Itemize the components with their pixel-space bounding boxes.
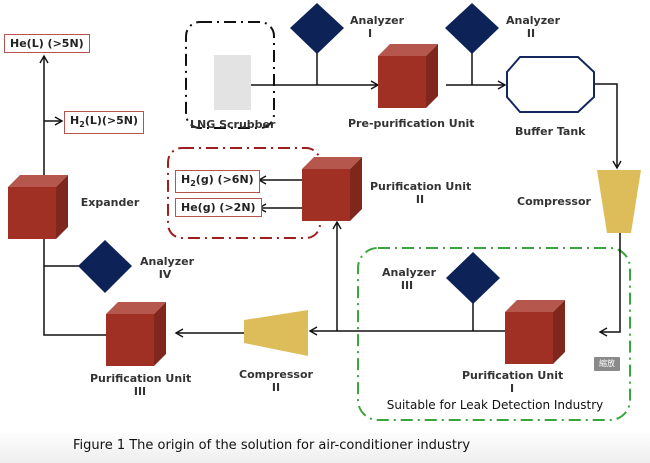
analyzer-number: III [400,279,414,292]
analyzer-name: Analyzer [382,266,436,279]
buffer-tank-label: Buffer Tank [515,125,586,138]
pre-purification-unit-cube [378,44,438,108]
purification-unit-i-cube [505,300,565,364]
purification-unit-ii-label: Purification Unit II [370,180,472,206]
lng-scrubber-label: LNG Scrubber [190,118,276,131]
formula-rest: (g) (>6N) [195,173,254,186]
analyzer-ii-icon [445,3,499,54]
analyzer-name: Analyzer [506,14,560,27]
formula-subscript: 2 [190,179,196,189]
compressor-i-label: Compressor [517,195,591,208]
analyzer-i-label: Analyzer I [350,14,404,40]
unit-number: I [509,382,515,395]
purification-unit-iii-cube [106,302,166,366]
formula-base: H [181,173,191,186]
unit-name: Purification Unit [462,369,564,382]
flow-line [39,54,106,336]
unit-name: Purification Unit [370,180,472,193]
figure-caption-bar: Figure 1 The origin of the solution for … [0,430,650,463]
lng-scrubber-vessel [214,55,251,110]
analyzer-number: IV [158,268,172,281]
flow-line [594,83,622,170]
analyzer-iv-label: Analyzer IV [140,255,194,281]
analyzer-i-icon [290,3,344,54]
product-h2-liquid: H2(L)(>5N) [64,111,144,135]
analyzer-name: Analyzer [350,14,404,27]
unit-number: III [133,385,147,398]
expander-label: Expander [80,196,140,209]
zoom-badge[interactable]: 縮放 [594,357,620,371]
expander-cube [8,175,68,239]
purification-unit-iii-label: Purification Unit III [90,372,192,398]
unit-name: Compressor [239,368,313,381]
analyzer-iv-icon [78,240,132,293]
compressor-ii-icon [244,310,308,356]
figure-caption: Figure 1 The origin of the solution for … [73,438,471,453]
unit-name: Purification Unit [90,372,192,385]
purification-unit-ii-cube [302,157,362,221]
unit-number: II [415,193,425,206]
formula-base: H [70,114,80,127]
analyzer-name: Analyzer [140,255,194,268]
analyzer-iii-icon [446,252,500,304]
formula-rest: (L)(>5N) [84,114,138,127]
buffer-tank-icon [506,56,595,113]
flow-line [598,233,621,337]
leak-detection-label: Suitable for Leak Detection Industry [386,398,604,412]
analyzer-number: II [526,27,536,40]
analyzer-iii-label: Analyzer III [382,266,436,292]
compressor-ii-label: Compressor II [238,368,314,394]
analyzer-ii-label: Analyzer II [506,14,560,40]
leak-detection-group-box [357,247,631,421]
product-h2-gas: H2(g) (>6N) [175,170,260,194]
scrubber-group-box [185,21,275,129]
product-he-gas: He(g) (>2N) [175,198,262,217]
unit-number: II [271,381,281,394]
pre-purification-unit-label: Pre-purification Unit [348,117,475,130]
product-he-liquid: He(L) (>5N) [4,34,90,53]
formula-subscript: 2 [79,120,85,130]
purification-unit-i-label: Purification Unit I [462,369,564,395]
analyzer-number: I [367,27,373,40]
compressor-i-icon [597,170,641,233]
